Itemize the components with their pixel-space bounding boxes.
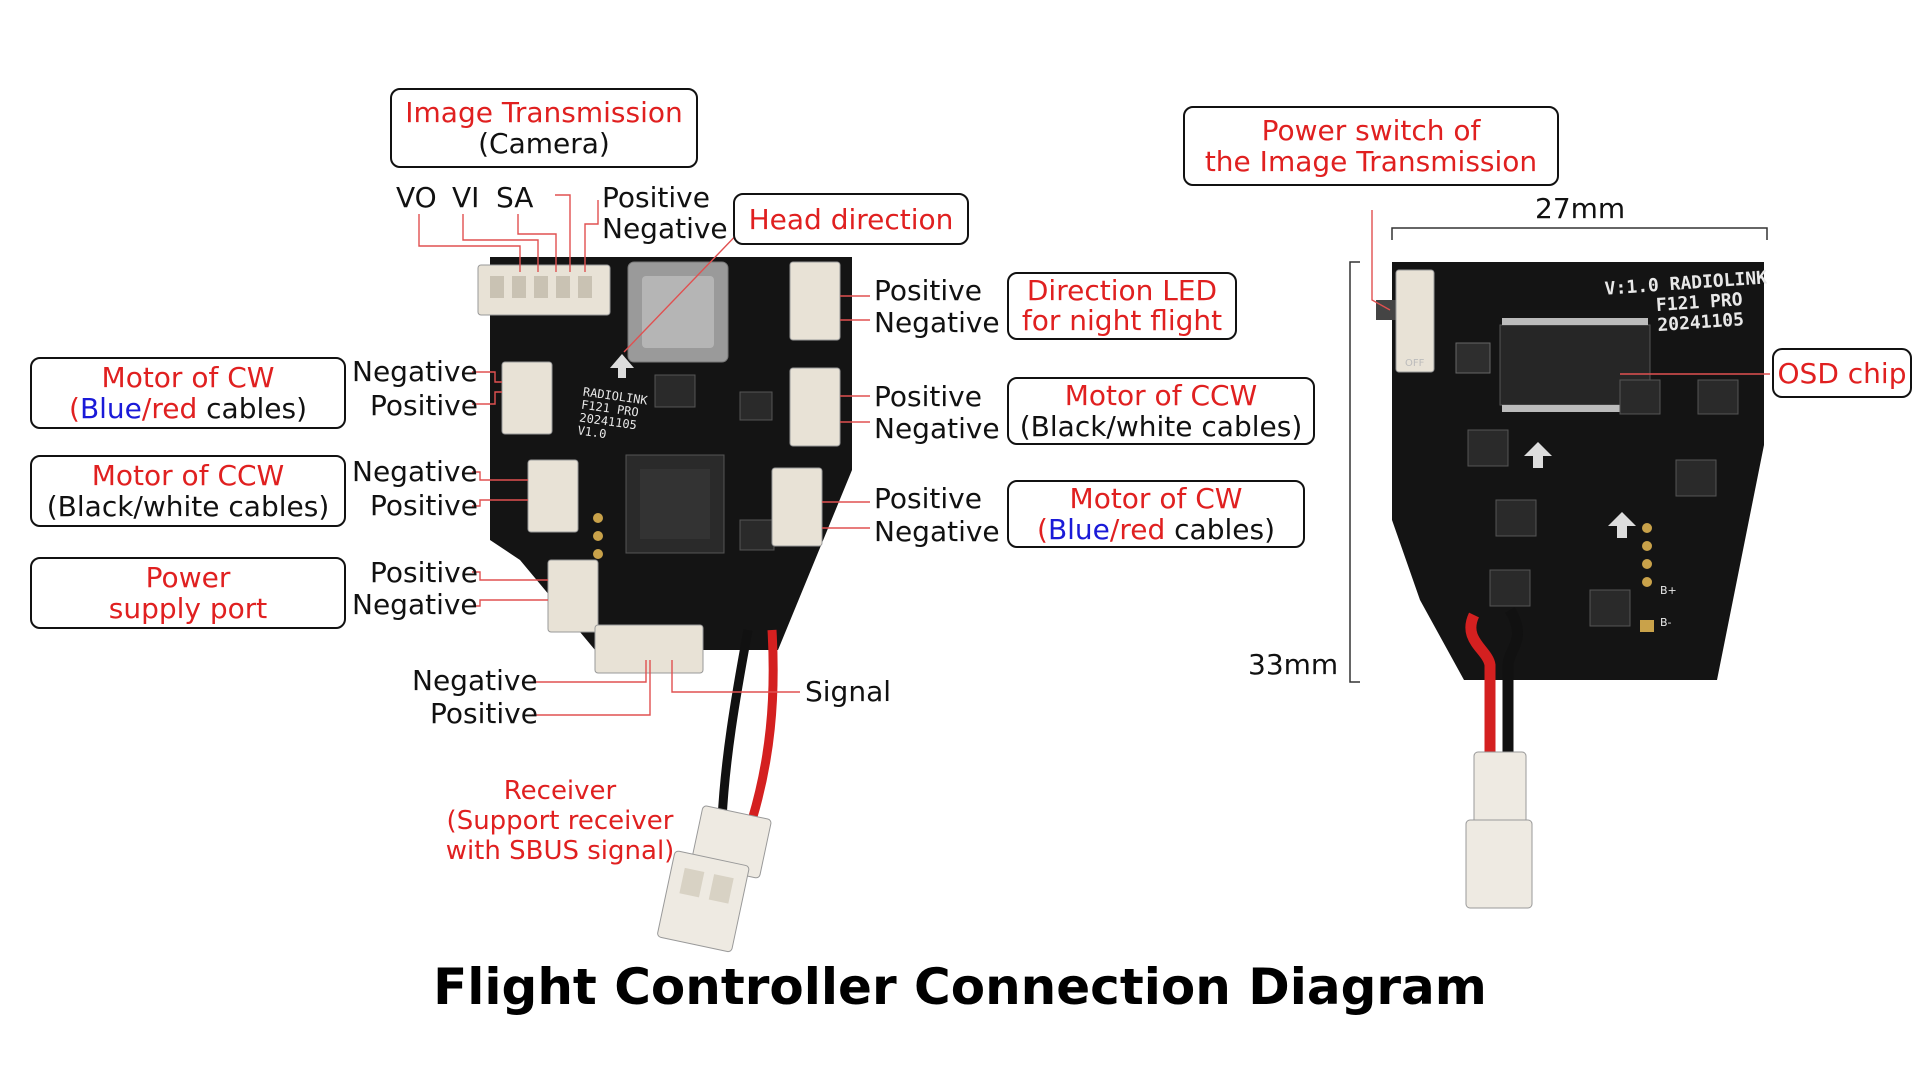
receiver-note-line2: (Support receiver: [446, 806, 674, 836]
motor-cw-right-title: Motor of CW: [1069, 482, 1243, 515]
power-switch-box: Power switch of the Image Transmission: [1183, 106, 1559, 186]
motor-cw-left-cables: (Blue/red cables): [32, 393, 344, 424]
receiver-note: Receiver (Support receiver with SBUS sig…: [440, 776, 680, 866]
image-transmission-sub: (Camera): [478, 127, 610, 160]
red-word: /red: [141, 392, 198, 425]
motor-ccw-right-title: Motor of CCW: [1064, 379, 1258, 412]
motor1-negative-label: Negative: [352, 355, 478, 388]
motor-cw-left-title: Motor of CW: [101, 361, 275, 394]
osd-chip-title: OSD chip: [1777, 356, 1907, 390]
direction-led-line1: Direction LED: [1026, 274, 1218, 307]
paren-open: (: [1037, 513, 1048, 546]
motor4-negative-label: Negative: [874, 515, 1000, 548]
dimension-lines: [1349, 227, 1768, 683]
motor-ccw-left-title: Motor of CCW: [91, 459, 285, 492]
motor1-positive-label: Positive: [370, 389, 478, 422]
blue-word: Blue: [1047, 513, 1110, 546]
motor-ccw-right-box: Motor of CCW (Black/white cables): [1007, 377, 1315, 445]
signal-label: Signal: [805, 675, 892, 708]
receiver-positive-label: Positive: [430, 697, 538, 730]
red-word: /red: [1109, 513, 1166, 546]
power-switch-line2: the Image Transmission: [1204, 145, 1538, 178]
pin-sa: SA: [496, 181, 534, 214]
receiver-note-line3: with SBUS signal): [445, 836, 675, 866]
direction-led-box: Direction LED for night flight: [1007, 272, 1237, 340]
cables-word: cables): [1165, 513, 1275, 546]
motor-cw-right-cables: (Blue/red cables): [1009, 514, 1303, 545]
image-transmission-box: Image Transmission (Camera): [390, 88, 698, 168]
cables-word: cables): [197, 392, 307, 425]
width-dimension-label: 27mm: [1535, 192, 1626, 225]
motor3-positive-label: Positive: [874, 380, 982, 413]
b-minus-label: B-: [1660, 616, 1672, 629]
power-positive-label: Positive: [370, 556, 478, 589]
power-negative-label: Negative: [352, 588, 478, 621]
left-board-silkscreen: RADIOLINK F121 PRO 20241105 V1.0: [577, 385, 649, 447]
paren-open: (: [69, 392, 80, 425]
blue-word: Blue: [79, 392, 142, 425]
b-plus-label: B+: [1660, 584, 1677, 597]
osd-chip-box: OSD chip: [1772, 348, 1912, 398]
right-flight-controller-board: [1376, 262, 1764, 909]
motor-cw-left-box: Motor of CW (Blue/red cables): [30, 357, 346, 429]
motor-cw-right-box: Motor of CW (Blue/red cables): [1007, 480, 1305, 548]
motor3-negative-label: Negative: [874, 412, 1000, 445]
off-label: OFF: [1405, 358, 1425, 369]
height-dimension-label: 33mm: [1248, 648, 1339, 681]
motor2-negative-label: Negative: [352, 455, 478, 488]
left-flight-controller-board: [477, 257, 852, 953]
pin-vi: VI: [452, 181, 480, 214]
leader-lines: [418, 194, 1770, 716]
right-board-silkscreen: V:1.0 RADIOLINK F121 PRO 20241105: [1604, 267, 1770, 339]
receiver-negative-label: Negative: [412, 664, 538, 697]
motor4-positive-label: Positive: [874, 482, 982, 515]
pin-vo: VO: [396, 181, 437, 214]
direction-led-line2: for night flight: [1021, 304, 1223, 337]
power-supply-line2: supply port: [108, 592, 268, 625]
motor-ccw-left-box: Motor of CCW (Black/white cables): [30, 455, 346, 527]
receiver-note-line1: Receiver: [503, 776, 617, 806]
image-transmission-title: Image Transmission: [405, 96, 683, 129]
motor-ccw-right-cables: (Black/white cables): [1019, 410, 1303, 443]
motor-ccw-left-cables: (Black/white cables): [46, 490, 330, 523]
head-direction-title: Head direction: [748, 202, 954, 236]
power-supply-line1: Power: [145, 561, 231, 594]
motor2-positive-label: Positive: [370, 489, 478, 522]
diagram-title: Flight Controller Connection Diagram: [433, 958, 1487, 1016]
camera-positive-label: Positive: [602, 181, 710, 214]
power-switch-line1: Power switch of: [1261, 114, 1481, 147]
led-positive-label: Positive: [874, 274, 982, 307]
camera-negative-label: Negative: [602, 212, 728, 245]
power-supply-box: Power supply port: [30, 557, 346, 629]
head-direction-box: Head direction: [733, 193, 969, 245]
led-negative-label: Negative: [874, 306, 1000, 339]
